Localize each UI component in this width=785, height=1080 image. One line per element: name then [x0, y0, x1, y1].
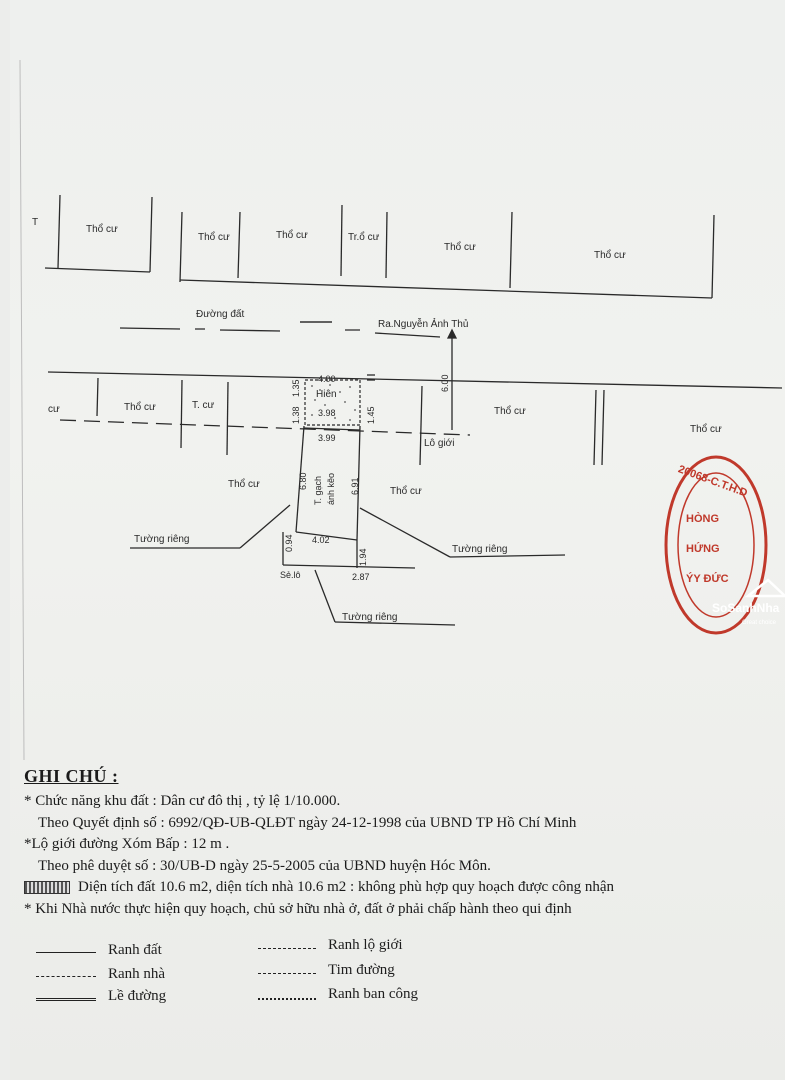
note-line-area: Diện tích đất 10.6 m2, diện tích nhà 10.…	[24, 877, 785, 899]
dimension-label: 4.00	[318, 374, 336, 384]
parcel-label: Thổ cư	[390, 485, 422, 497]
parcel-label: T. cư	[192, 400, 215, 411]
svg-text:Great choice: Great choice	[742, 620, 777, 626]
road-label-dirt: Đường đất	[196, 308, 244, 320]
porch-hatch	[311, 384, 356, 421]
wall-label: Tường riêng	[134, 534, 190, 545]
note-line-obligation: * Khi Nhà nước thực hiện quy hoạch, chủ …	[24, 900, 572, 917]
dimension-label: 3.99	[318, 433, 336, 443]
parcel-label: T	[32, 217, 38, 228]
legend-line-ranh-lo-gioi	[258, 948, 316, 949]
wall-label: Tường riêng	[342, 612, 398, 623]
document-paper	[10, 0, 785, 1080]
parcel-label: cư	[48, 404, 60, 415]
porch-label: Hiên	[316, 389, 337, 400]
lo-gioi-label: Lô giới	[424, 438, 454, 449]
parcel-label: Thổ cư	[86, 223, 118, 235]
dimension-label: 6.80	[298, 472, 308, 490]
legend-line-ranh-nha	[36, 976, 96, 977]
dimension-label: 3.98	[318, 408, 336, 418]
parcel-label: Thổ cư	[594, 249, 626, 261]
legend-label-ranh-nha: Ranh nhà	[108, 966, 166, 982]
site-plan-drawing: T Thổ cư Thổ cư Thổ cư Tr.ổ cư Thổ cư Th…	[19, 59, 785, 760]
legend-line-le-duong	[36, 998, 96, 1001]
note-line-decision: Theo Quyết định số : 6992/QĐ-UB-QLĐT ngà…	[38, 814, 577, 831]
dimension-label: 2.87	[352, 572, 370, 582]
dimension-label: 1.35	[291, 379, 301, 397]
svg-text:20068-C.T.H.D: 20068-C.T.H.D	[676, 463, 749, 499]
svg-text:HỨNG: HỨNG	[686, 542, 720, 555]
legend-line-ranh-ban-cong	[258, 998, 316, 1000]
house-roof-label: ánh kẽo	[326, 473, 336, 505]
legend-label-le-duong: Lề đường	[108, 988, 167, 1004]
dimension-label: 0.94	[284, 534, 294, 552]
note-line-lo-gioi: *Lộ giới đường Xóm Bấp : 12 m .	[24, 836, 230, 852]
legend-line-tim-duong	[258, 973, 316, 974]
notes-section: GHI CHÚ : * Chức năng khu đất : Dân cư đ…	[24, 766, 785, 920]
legend-label-ranh-dat: Ranh đất	[108, 942, 162, 958]
legend-label-ranh-lo-gioi: Ranh lộ giới	[328, 937, 403, 953]
parcel-label: Thổ cư	[444, 241, 476, 253]
dimension-label: 1.94	[358, 548, 368, 566]
parcel-label: Tr.ổ cư	[348, 231, 380, 243]
legend-line-ranh-dat	[36, 952, 96, 953]
dimension-label: 1.45	[366, 406, 376, 424]
parcel-label: Thổ cư	[124, 401, 156, 413]
legend: Ranh đất Ranh nhà Lề đường Ranh lộ giới …	[36, 937, 536, 1020]
note-area-text: Diện tích đất 10.6 m2, diện tích nhà 10.…	[78, 879, 614, 895]
parcel-label: Thổ cư	[228, 478, 260, 490]
svg-text:ÝY ĐỨC: ÝY ĐỨC	[686, 572, 729, 585]
dimension-label: 1.38	[291, 406, 301, 424]
legend-label-ranh-ban-cong: Ranh ban công	[328, 986, 418, 1002]
road-label-main: Ra.Nguyễn Ảnh Thủ	[378, 317, 468, 330]
notes-title: GHI CHÚ :	[24, 766, 119, 786]
svg-text:SoSanhNha: SoSanhNha	[712, 601, 780, 615]
watermark-logo: SoSanhNha Great choice	[712, 578, 785, 626]
parcel-label: Thổ cư	[494, 405, 526, 417]
parcel-label: Thổ cư	[276, 229, 308, 241]
lot-note-label: Sẻ.lô	[280, 570, 301, 580]
legend-label-tim-duong: Tim đường	[328, 962, 395, 978]
parcel-label: Thổ cư	[198, 231, 230, 243]
wall-label: Tường riêng	[452, 544, 508, 555]
parcel-label: Thổ cư	[690, 423, 722, 435]
dimension-label: 6.00	[440, 374, 450, 392]
note-line-approval: Theo phê duyệt số : 30/UB-D ngày 25-5-20…	[38, 857, 491, 874]
note-line-function: * Chức năng khu đất : Dân cư đô thị , tỷ…	[24, 793, 341, 809]
dimension-label: 6.91	[350, 477, 360, 495]
dimension-label: 4.02	[312, 535, 330, 545]
house-material-label: T. gạch	[313, 476, 323, 505]
svg-text:HÒNG: HÒNG	[686, 512, 719, 525]
hatch-swatch	[24, 881, 70, 895]
